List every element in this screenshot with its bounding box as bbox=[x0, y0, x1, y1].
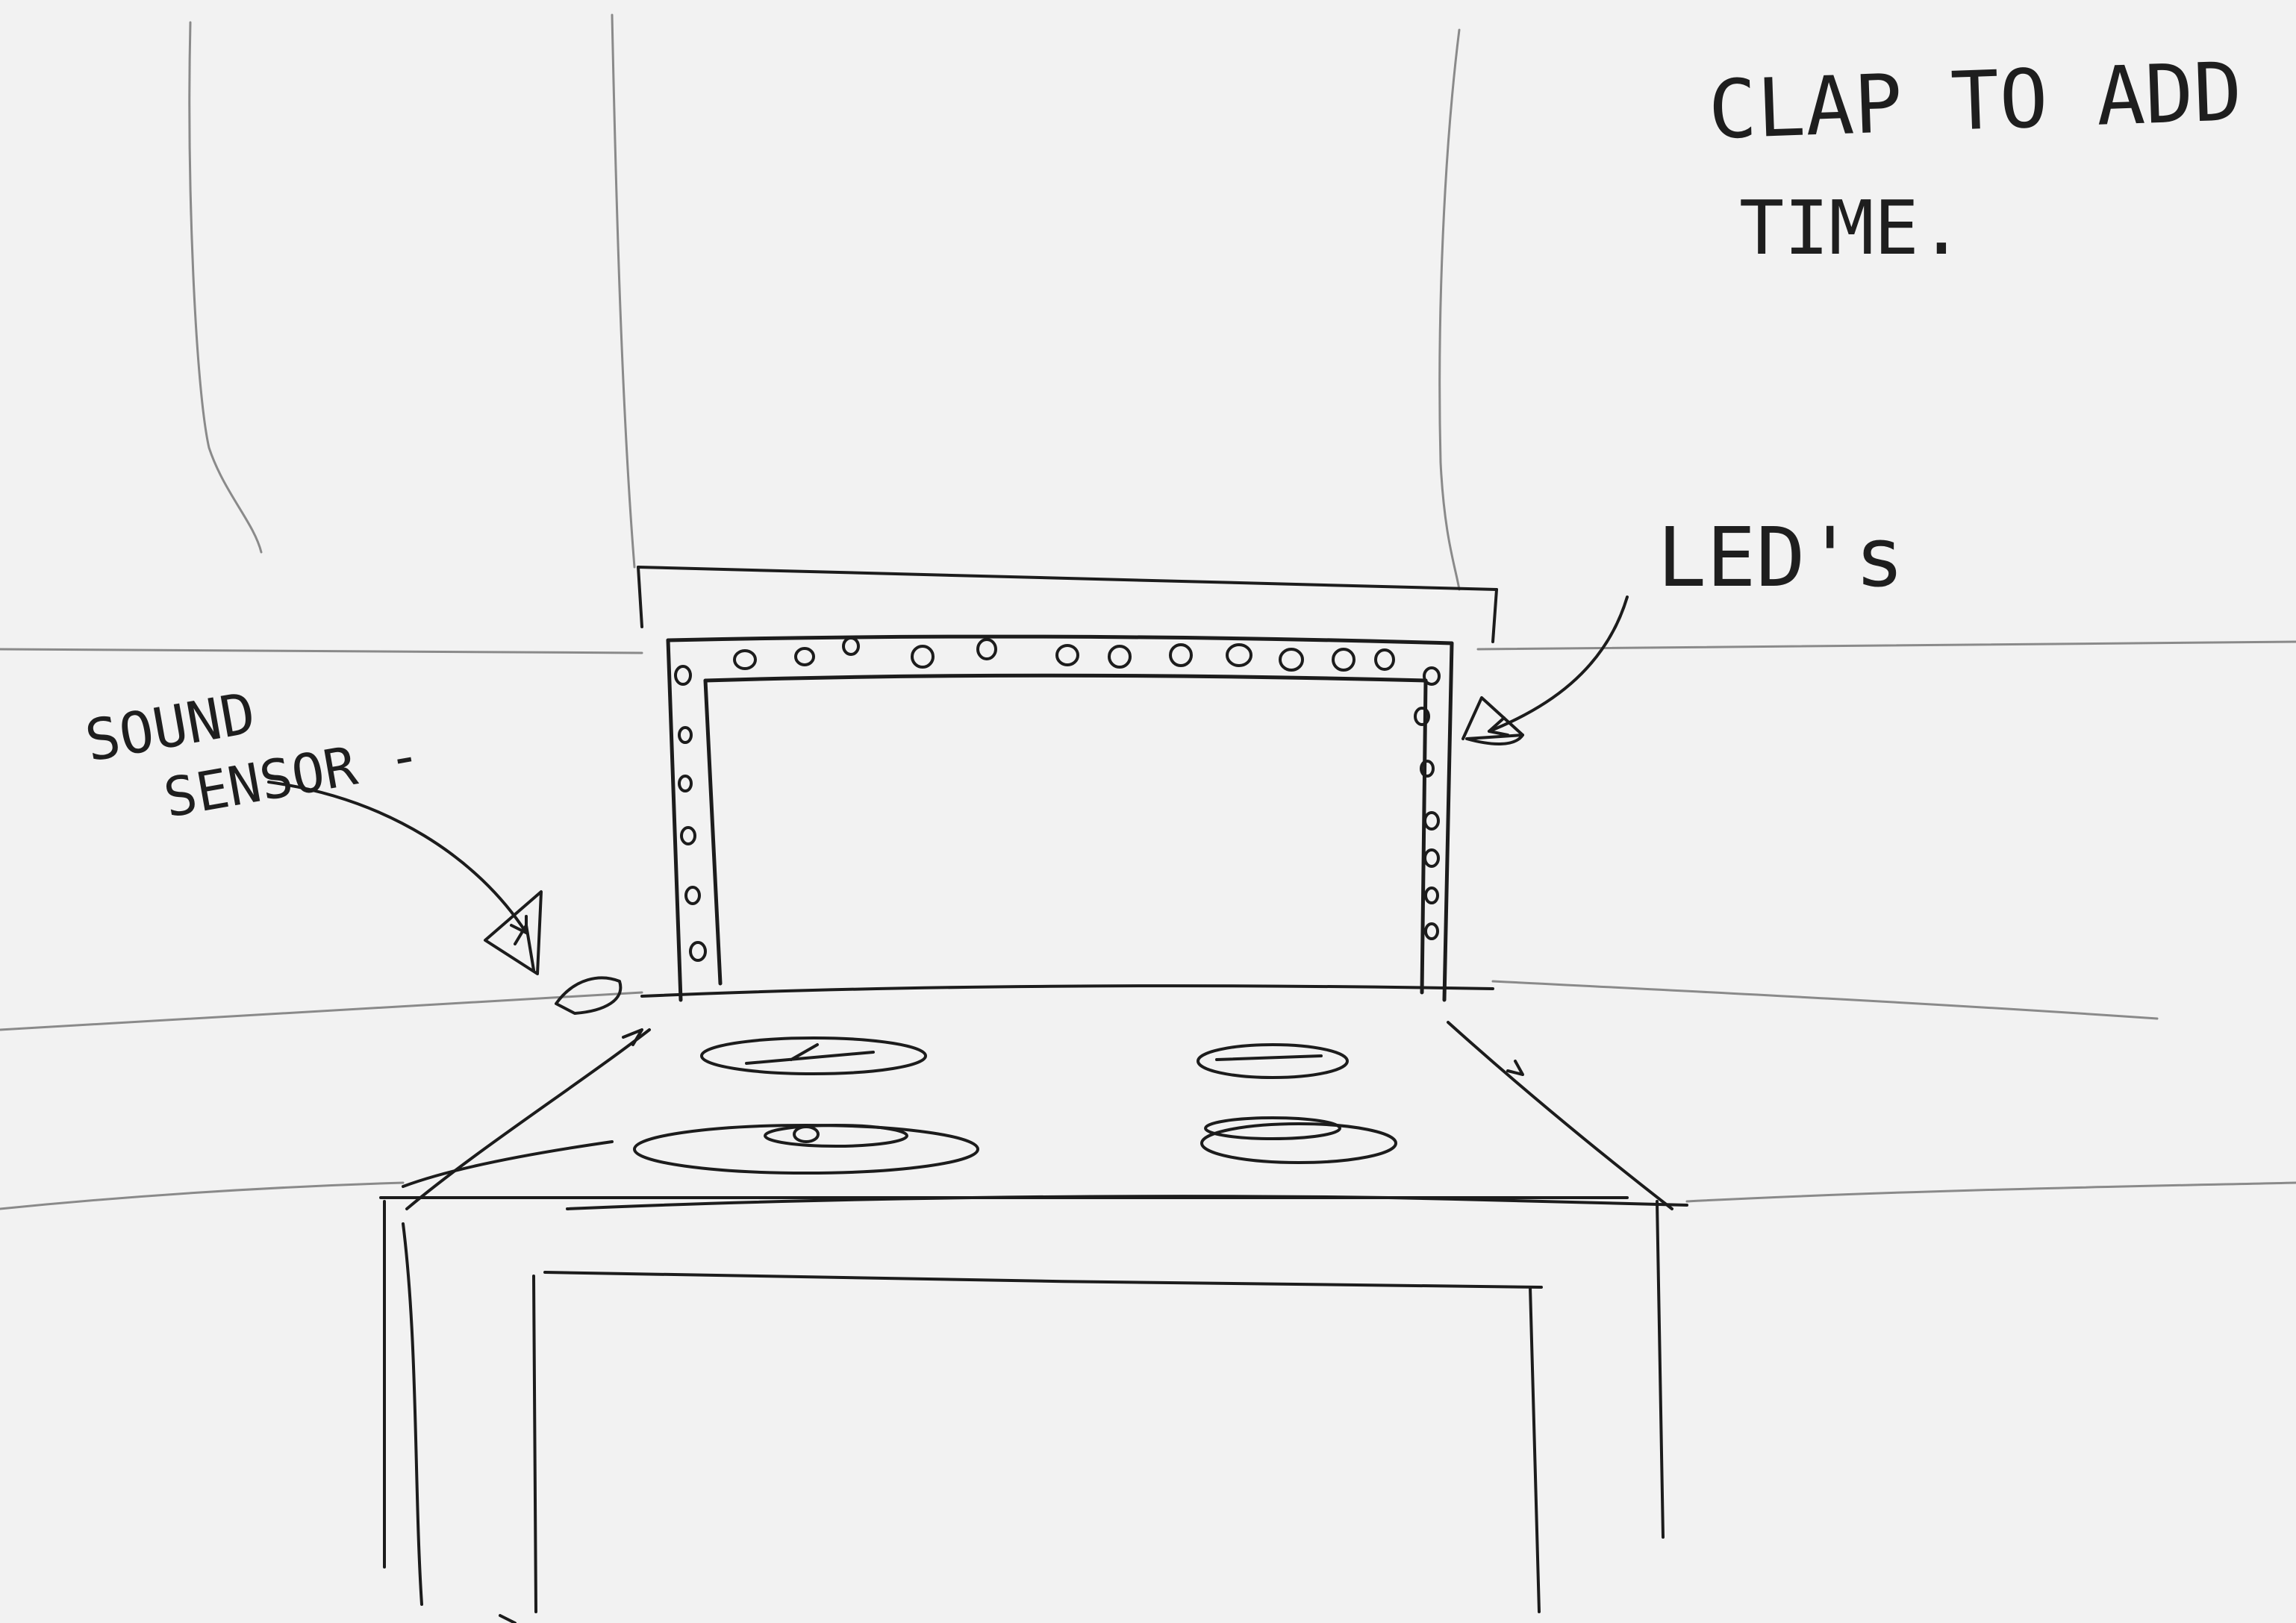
stove-body bbox=[381, 1198, 1663, 1623]
right-corner-arrow bbox=[1508, 1061, 1523, 1075]
left-corner-arrow bbox=[623, 1030, 642, 1045]
led-bulbs bbox=[676, 638, 1439, 960]
led-frame bbox=[668, 637, 1452, 1000]
upper-cabinet-lines bbox=[190, 15, 1459, 590]
note-line-1: CLAP TO ADD bbox=[1707, 46, 2244, 157]
sound-sensor-shapes bbox=[485, 698, 1523, 1013]
stovetop bbox=[403, 986, 1687, 1209]
leds-arrow bbox=[1489, 597, 1627, 731]
leds-label: LED's bbox=[1657, 510, 1904, 605]
counter-lines bbox=[0, 642, 2296, 1209]
burners bbox=[634, 1038, 1396, 1173]
note-line-2: TIME. bbox=[1739, 184, 1964, 272]
range-hood bbox=[638, 567, 1497, 642]
